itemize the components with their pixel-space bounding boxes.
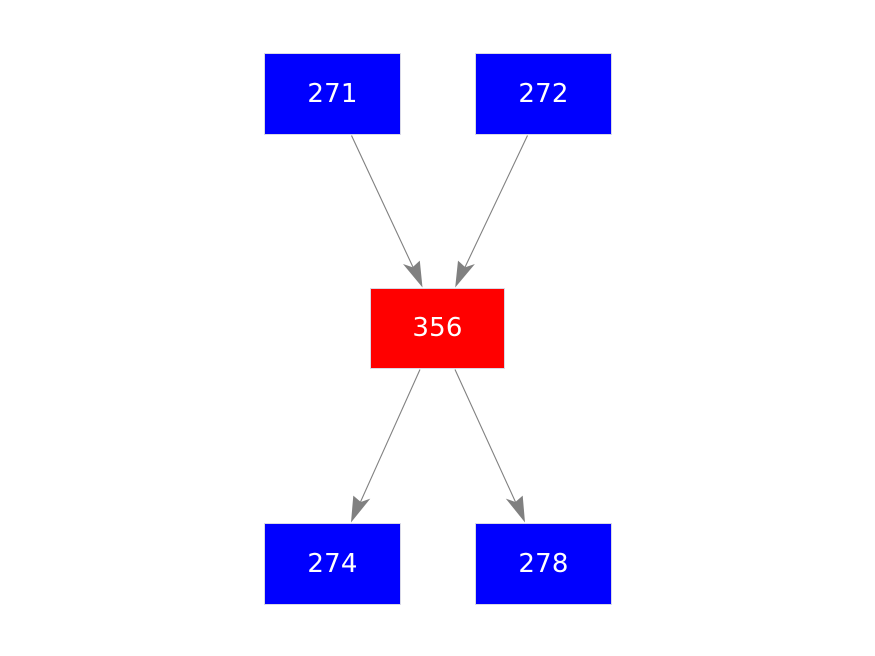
- graph-node-278[interactable]: 278: [475, 523, 612, 605]
- edge-271-to-356: [351, 135, 423, 288]
- graph-node-272[interactable]: 272: [475, 53, 612, 135]
- node-label: 272: [518, 78, 569, 109]
- arrowhead-icon: [351, 495, 371, 523]
- arrowhead-icon: [505, 495, 525, 523]
- graph-node-271[interactable]: 271: [264, 53, 401, 135]
- graph-node-274[interactable]: 274: [264, 523, 401, 605]
- node-label: 356: [412, 313, 463, 343]
- edge-272-to-356: [455, 135, 528, 288]
- edge-356-to-274: [351, 369, 421, 523]
- arrowhead-icon: [455, 260, 475, 288]
- edge-356-to-278: [454, 369, 525, 523]
- graph-node-356[interactable]: 356: [370, 288, 505, 369]
- node-label: 278: [518, 548, 569, 579]
- arrowhead-icon: [403, 260, 423, 288]
- node-label: 271: [307, 78, 358, 109]
- node-label: 274: [307, 548, 358, 579]
